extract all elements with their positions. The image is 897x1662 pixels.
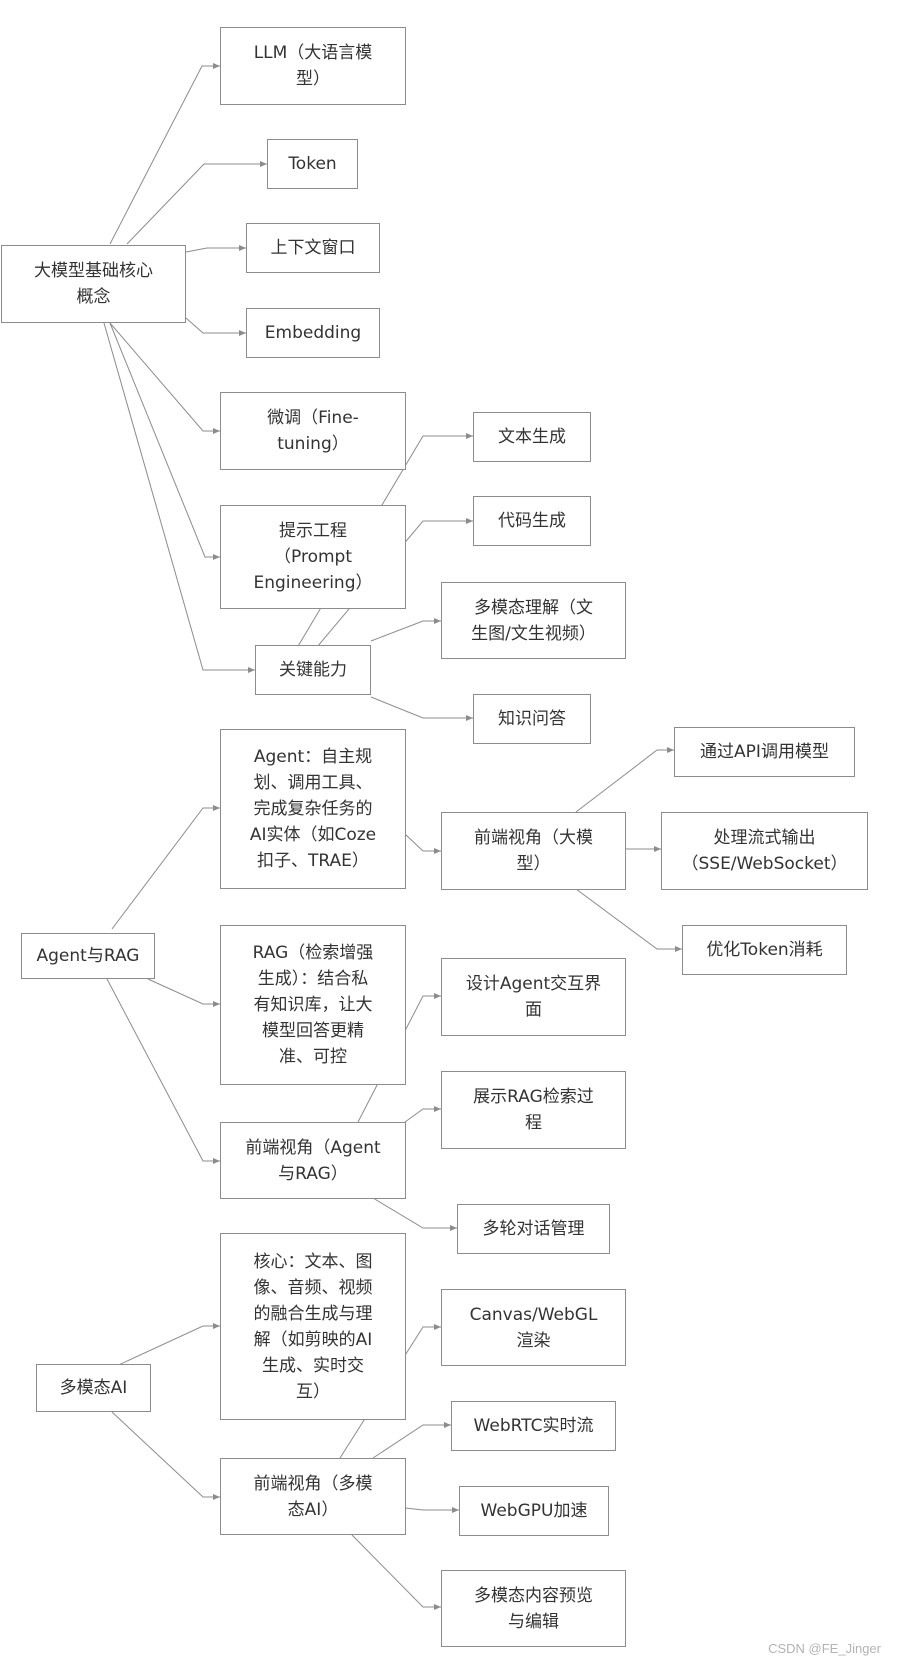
edge-fellm-api bbox=[575, 747, 674, 813]
node-design-agent-ui: 设计Agent交互界 面 bbox=[441, 958, 626, 1036]
edge-core-llm bbox=[109, 63, 220, 245]
edge-core-prompt bbox=[109, 322, 220, 560]
node-frontend-view-multimodal: 前端视角（多模 态AI） bbox=[220, 1458, 406, 1535]
node-multimodal-understanding: 多模态理解（文 生图/文生视频） bbox=[441, 582, 626, 659]
node-embedding: Embedding bbox=[246, 308, 380, 358]
node-code-generation: 代码生成 bbox=[473, 496, 591, 546]
node-multimodal-preview-edit: 多模态内容预览 与编辑 bbox=[441, 1570, 626, 1647]
node-key-capabilities: 关键能力 bbox=[255, 645, 371, 695]
node-api-call-model: 通过API调用模型 bbox=[674, 727, 855, 777]
edge-agentdef-fellm bbox=[404, 833, 441, 854]
edge-femm-webrtc bbox=[372, 1422, 451, 1459]
edge-core-context bbox=[185, 245, 246, 253]
node-agent-definition: Agent：自主规 划、调用工具、 完成复杂任务的 AI实体（如Coze 扣子、… bbox=[220, 729, 406, 889]
edge-keycap-mmu bbox=[370, 618, 441, 642]
node-knowledge-qa: 知识问答 bbox=[473, 694, 591, 744]
edge-core-token bbox=[126, 161, 267, 245]
edge-core-finetune bbox=[109, 322, 220, 434]
node-text-generation: 文本生成 bbox=[473, 412, 591, 462]
edge-mmai-mmcore bbox=[111, 1323, 220, 1369]
edge-mmai-femm bbox=[111, 1411, 220, 1500]
edge-keycap-codegen bbox=[311, 518, 473, 654]
node-frontend-view-agent-rag: 前端视角（Agent 与RAG） bbox=[220, 1122, 406, 1199]
edge-keycap-qa bbox=[370, 696, 473, 721]
edge-femm-webgpu bbox=[404, 1507, 459, 1513]
edge-core-embedding bbox=[185, 317, 246, 336]
node-multimodal-ai: 多模态AI bbox=[36, 1364, 151, 1412]
node-llm: LLM（大语言模 型） bbox=[220, 27, 406, 105]
node-canvas-webgl: Canvas/WebGL 渲染 bbox=[441, 1289, 626, 1366]
watermark: CSDN @FE_Jinger bbox=[768, 1641, 881, 1656]
node-multimodal-core: 核心：文本、图 像、音频、视频 的融合生成与理 解（如剪映的AI 生成、实时交 … bbox=[220, 1233, 406, 1420]
node-webgpu-acceleration: WebGPU加速 bbox=[459, 1486, 609, 1536]
edge-feagent-multiturn bbox=[372, 1197, 457, 1231]
node-multiturn-dialog: 多轮对话管理 bbox=[457, 1204, 610, 1254]
node-rag-definition: RAG（检索增强 生成）：结合私 有知识库，让大 模型回答更精 准、可控 bbox=[220, 925, 406, 1085]
node-agent-and-rag: Agent与RAG bbox=[21, 933, 155, 979]
edge-agentrag-agentdef bbox=[111, 805, 220, 930]
node-finetuning: 微调（Fine- tuning） bbox=[220, 392, 406, 470]
node-optimize-token: 优化Token消耗 bbox=[682, 925, 847, 975]
edge-fellm-optimize bbox=[575, 888, 682, 952]
node-prompt-engineering: 提示工程 （Prompt Engineering） bbox=[220, 505, 406, 609]
node-context-window: 上下文窗口 bbox=[246, 223, 380, 273]
node-core-concepts: 大模型基础核心 概念 bbox=[1, 245, 186, 323]
node-show-rag-process: 展示RAG检索过 程 bbox=[441, 1071, 626, 1149]
node-webrtc-stream: WebRTC实时流 bbox=[451, 1401, 616, 1451]
node-frontend-view-llm: 前端视角（大模 型） bbox=[441, 812, 626, 890]
edge-femm-preview bbox=[351, 1534, 441, 1610]
node-token: Token bbox=[267, 139, 358, 189]
node-stream-output: 处理流式输出 （SSE/WebSocket） bbox=[661, 812, 868, 890]
edge-feagent-showrag bbox=[404, 1106, 441, 1123]
edge-agentrag-feagent bbox=[106, 978, 220, 1164]
edge-core-keycap bbox=[103, 322, 255, 673]
edge-agentrag-ragdef bbox=[147, 978, 220, 1007]
